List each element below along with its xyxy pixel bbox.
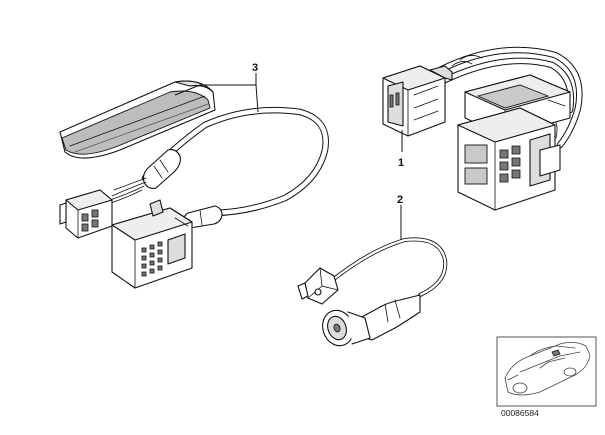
harness-wires (436, 46, 583, 149)
label-3: 3 (252, 62, 258, 74)
car-outline (504, 342, 591, 396)
large-connector (111, 199, 193, 289)
inset-frame (496, 336, 597, 407)
small-connector (59, 189, 113, 239)
leader-3 (174, 73, 259, 113)
document-number: 00086584 (501, 408, 539, 418)
part-1-connector-assembly (382, 46, 583, 211)
label-2: 2 (397, 194, 403, 206)
part-3-adapter-cable (59, 80, 329, 289)
shrink-sleeve (59, 80, 216, 159)
pin-grid (141, 241, 163, 277)
cable-ferrite (142, 149, 181, 189)
angled-socket (322, 294, 421, 347)
square-connector (382, 65, 453, 137)
stacked-connector (457, 74, 571, 211)
part-2-antenna-cable (297, 237, 448, 347)
antenna-plug (297, 267, 339, 305)
car-inset (496, 336, 597, 407)
wire-bundle (107, 177, 147, 205)
label-1: 1 (398, 157, 404, 169)
cable-loop (141, 106, 329, 217)
